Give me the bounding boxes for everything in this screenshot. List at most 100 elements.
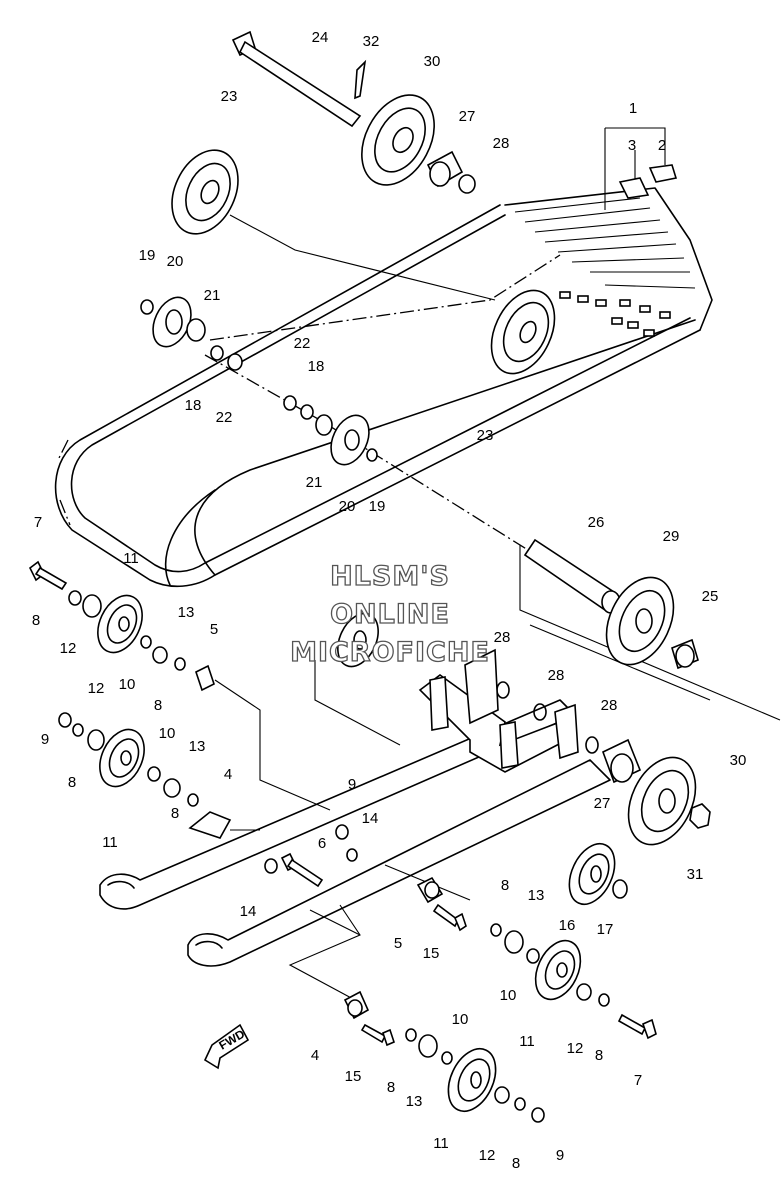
callout-c18a: 18	[185, 397, 202, 414]
callout-c27b: 27	[594, 795, 611, 812]
callout-c11c: 11	[519, 1033, 535, 1050]
collar-10-b	[147, 766, 161, 782]
bolt-15-b	[360, 1023, 395, 1047]
axle-centerline-upper	[209, 254, 561, 341]
callout-c14b: 14	[240, 903, 257, 920]
callout-c21b: 21	[306, 474, 323, 491]
callout-c3: 3	[628, 137, 636, 154]
callout-c9b: 9	[348, 776, 356, 793]
callout-c13c: 13	[528, 887, 545, 904]
clip-19-left	[140, 299, 154, 315]
callout-c10c: 10	[500, 987, 517, 1004]
washer-18-left	[210, 345, 224, 361]
bracket-4-low	[343, 990, 370, 1020]
bolt-15-a	[432, 903, 467, 932]
washer-18-mid	[300, 404, 314, 420]
wheel-11-c	[534, 939, 582, 1001]
callout-c5a: 5	[210, 621, 218, 638]
collar-10-a	[140, 635, 152, 649]
callout-c13a: 13	[178, 604, 195, 621]
callout-c10b: 10	[159, 725, 176, 742]
callout-c28a: 28	[493, 135, 510, 152]
callout-c9c: 9	[556, 1147, 564, 1164]
collar-10-c	[526, 948, 540, 964]
callout-c7b: 7	[634, 1072, 642, 1089]
callout-c22b: 22	[294, 335, 311, 352]
callout-c19b: 19	[369, 498, 386, 515]
nut-14-b	[264, 858, 278, 874]
callout-c7a: 7	[34, 514, 42, 531]
pin-32	[354, 59, 367, 100]
washer-13-a	[152, 646, 168, 664]
callout-c25: 25	[702, 588, 719, 605]
nut-9-a	[58, 712, 72, 728]
collar-10-d	[441, 1051, 453, 1065]
clip-19-mid	[366, 448, 378, 462]
callout-c2: 2	[658, 137, 666, 154]
washer-13-d	[418, 1034, 438, 1058]
callout-c4b: 4	[311, 1047, 319, 1064]
callout-c10a: 10	[119, 676, 136, 693]
washer-17	[612, 879, 628, 899]
bolt-7-right	[617, 1013, 657, 1040]
spacer-27-low	[601, 738, 642, 784]
callout-c23b: 23	[477, 427, 494, 444]
callout-c20b: 20	[339, 498, 356, 515]
callout-c17: 17	[597, 921, 614, 938]
callout-c5b: 5	[394, 935, 402, 952]
washer-8-c	[72, 723, 84, 737]
washer-28-a	[496, 681, 510, 699]
callout-c28b: 28	[494, 629, 511, 646]
clip-2-3	[618, 164, 678, 199]
shaft-24	[231, 30, 362, 128]
callout-c26: 26	[588, 514, 605, 531]
wheel-20-left	[152, 296, 192, 348]
shaft-26	[523, 538, 621, 614]
callout-c28d: 28	[601, 697, 618, 714]
bushing-12-c	[576, 983, 592, 1001]
callout-c8b: 8	[154, 697, 162, 714]
track-belt	[54, 187, 713, 588]
callout-c12a: 12	[60, 640, 77, 657]
washer-13-c	[504, 930, 524, 954]
wheel-30-top	[361, 94, 435, 186]
wheel-16	[568, 842, 616, 906]
watermark-line1: HLSM'S	[330, 561, 450, 592]
callout-c6: 6	[318, 835, 326, 852]
washer-8-g	[405, 1028, 417, 1042]
wheel-center-hidden	[337, 612, 379, 668]
clip-22-mid	[283, 395, 297, 411]
washer-8-f	[598, 993, 610, 1007]
bushing-12-a	[82, 594, 102, 618]
wheel-29	[605, 576, 675, 666]
callout-c32: 32	[363, 33, 380, 50]
watermark: HLSM'S ONLINE MICROFICHE	[289, 560, 489, 668]
callout-c30a: 30	[424, 53, 441, 70]
washer-28-top	[458, 174, 476, 194]
callout-c16: 16	[559, 917, 576, 934]
wheel-20-mid	[330, 414, 370, 466]
callout-c18b: 18	[308, 358, 325, 375]
bolt-7-left	[28, 560, 68, 591]
callout-c24: 24	[312, 29, 329, 46]
callout-c30b: 30	[730, 752, 747, 769]
callout-c12d: 12	[479, 1147, 496, 1164]
callout-c8c: 8	[68, 774, 76, 791]
wheel-23-top	[171, 149, 239, 235]
callout-c12c: 12	[567, 1040, 584, 1057]
bearing-21-left	[186, 318, 206, 342]
washer-8-e	[490, 923, 502, 937]
callout-c4a: 4	[224, 766, 232, 783]
callout-c11d: 11	[433, 1135, 449, 1152]
leader-lines	[214, 127, 781, 1001]
nut-9-b	[335, 824, 349, 840]
washer-8-a	[68, 590, 82, 606]
wheel-11-d	[447, 1048, 497, 1112]
wheel-11-b	[99, 728, 145, 788]
washer-8-b	[174, 657, 186, 671]
callout-c13d: 13	[406, 1093, 423, 1110]
callout-c13b: 13	[189, 738, 206, 755]
callout-c14a: 14	[362, 810, 379, 827]
